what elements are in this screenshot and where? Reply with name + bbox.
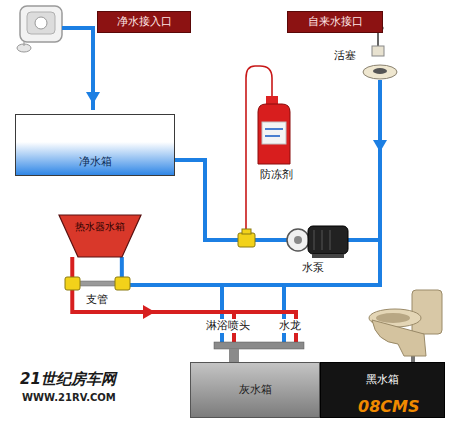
- water-pipe: [72, 257, 234, 362]
- watermark: 21世纪房车网: [18, 370, 118, 388]
- node-label: 自来水接口: [308, 15, 363, 29]
- tee-valve: [238, 229, 255, 247]
- part-label: 淋浴喷头: [204, 319, 252, 333]
- node-label: 净水接入口: [117, 15, 172, 29]
- heater-outline: [58, 214, 142, 258]
- part-label: 支管: [84, 293, 110, 307]
- antifreeze-bottle: [258, 96, 290, 164]
- node-label: 热水器水箱: [75, 220, 125, 233]
- inlet-pipe: [62, 28, 93, 110]
- watermark: WWW.21RV.COM: [20, 391, 118, 404]
- part-label: 活塞: [332, 49, 358, 63]
- cold-branch: [222, 285, 284, 345]
- city-water-pipe: [378, 80, 382, 240]
- fresh-water-tank: 净水箱: [15, 114, 175, 176]
- toilet-icon: [369, 290, 442, 356]
- water-pipe: [122, 160, 380, 285]
- fresh-water-inlet-icon: [17, 6, 62, 52]
- node-label: 净水箱: [79, 155, 112, 169]
- part-label: 防冻剂: [258, 168, 295, 182]
- part-label: 水泵: [300, 261, 326, 275]
- flow-arrow: [86, 92, 100, 104]
- water-heater: 热水器水箱: [58, 214, 142, 258]
- plug-icon: [363, 25, 397, 79]
- watermark: 08CMS: [356, 397, 421, 416]
- flow-arrow: [143, 305, 155, 319]
- part-label: 水龙: [277, 319, 303, 333]
- drain-manifold: [214, 342, 304, 349]
- drain-pipe: [229, 349, 239, 362]
- inlet-tag: 自来水接口: [287, 11, 383, 33]
- flow-arrow: [373, 140, 387, 152]
- heater-body: [59, 215, 141, 257]
- grey-water-tank: 灰水箱: [190, 362, 320, 418]
- node-label: 灰水箱: [239, 383, 272, 397]
- inlet-tag: 净水接入口: [97, 11, 191, 33]
- valve: [65, 277, 80, 290]
- pump-icon: [287, 226, 348, 258]
- node-label: 黑水箱: [366, 373, 399, 387]
- valve: [115, 277, 130, 290]
